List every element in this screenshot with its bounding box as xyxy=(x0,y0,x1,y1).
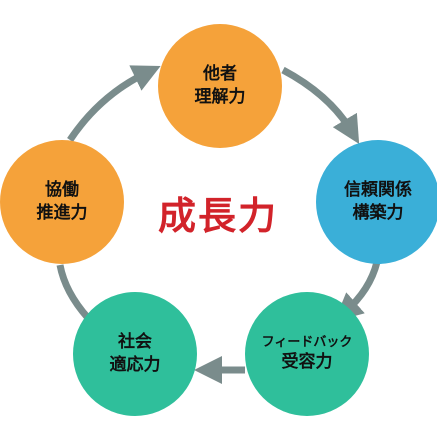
arrow-bottom-left-to-left xyxy=(56,264,91,321)
node-other-understanding: 他者 理解力 xyxy=(158,24,282,148)
node-right-line2: 構築力 xyxy=(352,203,404,223)
node-top-line1: 他者 xyxy=(203,64,237,85)
node-social-adaptation: 社会 適応力 xyxy=(73,292,197,416)
node-bottom-right-line1: フィードバック xyxy=(261,334,353,350)
node-right-line1: 信頼関係 xyxy=(344,180,412,201)
arrow-left-to-top xyxy=(67,65,161,142)
node-top-line2: 理解力 xyxy=(194,87,246,107)
arrow-top-to-right xyxy=(281,66,360,145)
node-bottom-left-line1: 社会 xyxy=(118,332,152,353)
node-left-line1: 協働 xyxy=(45,180,79,201)
node-feedback-acceptance: フィードバック 受容力 xyxy=(245,292,369,416)
node-collaboration-drive: 協働 推進力 xyxy=(0,140,124,264)
node-bottom-left-line2: 適応力 xyxy=(109,355,161,375)
node-left-line2: 推進力 xyxy=(36,203,88,223)
arrow-right-to-bottom-right xyxy=(334,261,381,322)
center-title: 成長力 xyxy=(157,193,278,238)
node-bottom-right-line2: 受容力 xyxy=(281,352,333,373)
node-trust-building: 信頼関係 構築力 xyxy=(316,140,437,264)
